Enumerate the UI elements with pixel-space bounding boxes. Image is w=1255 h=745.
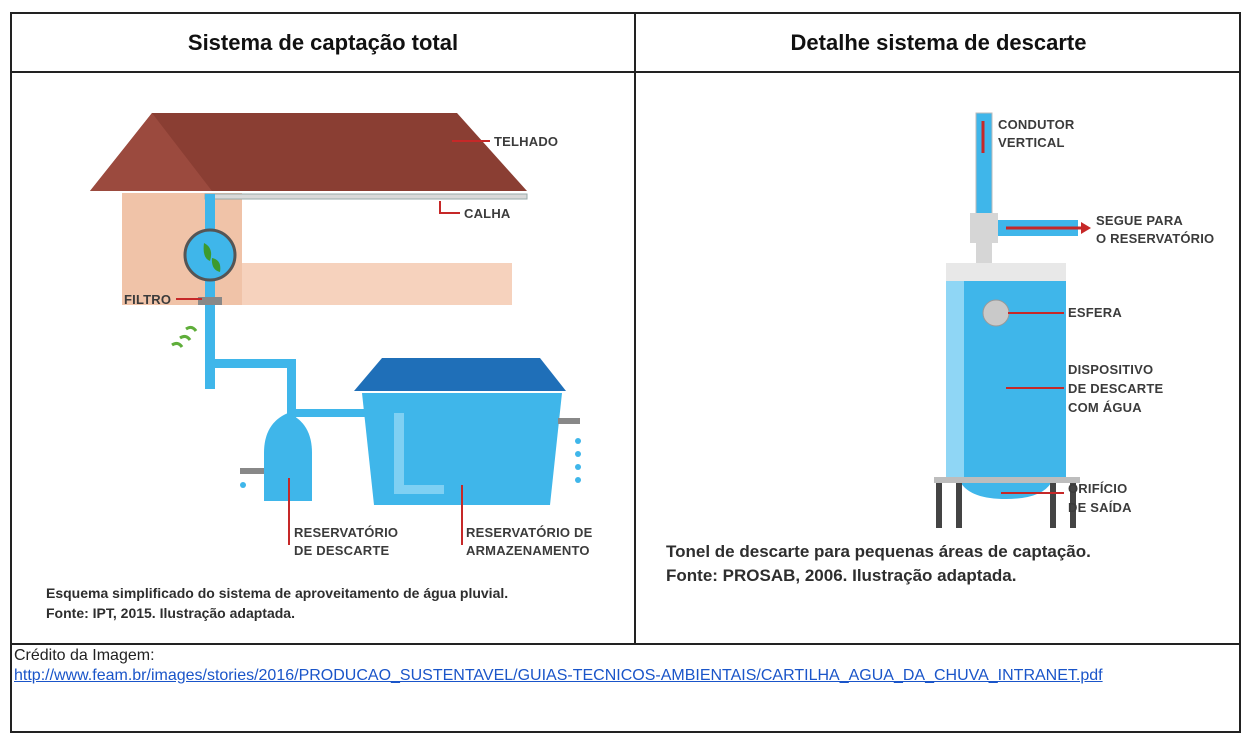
label-dispositivo-2: DE DESCARTE [1068,381,1164,396]
label-segue-2: O RESERVATÓRIO [1096,231,1214,246]
capture-system-panel: TELHADO CALHA FILTRO RESERVATÓRIO DE DES… [12,73,634,643]
leg-1 [936,483,942,528]
inner-pipe-bottom [394,485,444,494]
barrel-highlight [946,281,964,477]
pipe-to-storage [287,409,397,417]
label-condutor-2: VERTICAL [998,135,1065,150]
label-dispositivo-1: DISPOSITIVO [1068,362,1153,377]
right-caption-2: Fonte: PROSAB, 2006. Ilustração adaptada… [666,566,1016,585]
discard-detail-panel: CONDUTOR VERTICAL SEGUE PARA O RESERVATÓ… [636,73,1241,643]
right-caption-1: Tonel de descarte para pequenas áreas de… [666,542,1091,561]
column-divider [634,14,636,643]
label-filtro: FILTRO [124,292,171,307]
pipe-vertical [287,359,296,419]
discard-detail-illustration: CONDUTOR VERTICAL SEGUE PARA O RESERVATÓ… [666,112,1214,585]
storage-lid [354,358,566,391]
leg-4 [1070,483,1076,528]
debris-leaves [171,325,198,348]
overflow-pipe [558,418,580,424]
overflow-drop-2 [575,451,581,457]
roof [90,113,527,191]
label-esfera: ESFERA [1068,305,1122,320]
label-calha: CALHA [464,206,511,221]
tee-fitting [970,213,998,243]
filter-body [198,297,222,305]
pipe-horizontal [205,359,295,368]
storage-tank [362,393,562,505]
barrel-bottom [961,483,1051,499]
footer-divider [12,643,1239,645]
barrel-top [946,263,1066,281]
figure-table: Sistema de captação total Detalhe sistem… [10,12,1241,733]
capture-system-illustration: TELHADO CALHA FILTRO RESERVATÓRIO DE DES… [46,113,593,621]
leaf-icon [203,243,221,272]
arrow-head [1081,222,1091,234]
calha-leader [439,201,460,214]
overflow-drop-4 [575,477,581,483]
header-right: Detalhe sistema de descarte [790,29,1087,55]
overflow-drop-1 [575,438,581,444]
downpipe [205,194,215,389]
discard-reservoir [264,413,312,501]
left-caption-1: Esquema simplificado do sistema de aprov… [46,585,508,601]
label-res-armaz-1: RESERVATÓRIO DE [466,525,593,540]
label-orificio-1: ORIFÍCIO [1068,481,1127,496]
label-telhado: TELHADO [494,134,558,149]
neck-pipe [976,243,992,263]
leg-3 [1050,483,1056,528]
label-res-descarte-1: RESERVATÓRIO [294,525,398,540]
float-ball [982,299,1010,327]
header-left: Sistema de captação total [187,29,459,55]
credit-label: Crédito da Imagem: [14,647,155,664]
left-caption-2: Fonte: IPT, 2015. Ilustração adaptada. [46,605,295,621]
header-divider [12,71,1239,73]
label-res-descarte-2: DE DESCARTE [294,543,390,558]
label-segue-1: SEGUE PARA [1096,213,1183,228]
barrel-base [934,477,1080,483]
roof-side [90,113,212,191]
label-dispositivo-3: COM ÁGUA [1068,400,1142,415]
drip-drop [240,482,246,488]
gutter [204,193,528,200]
inner-pipe [394,413,404,493]
label-orificio-2: DE SAÍDA [1068,500,1132,515]
discard-tap [240,468,264,474]
image-credit: Crédito da Imagem: http://www.feam.br/im… [14,646,1174,686]
label-res-armaz-2: ARMAZENAMENTO [466,543,590,558]
overflow-drop-3 [575,464,581,470]
credit-link[interactable]: http://www.feam.br/images/stories/2016/P… [14,667,1103,684]
label-condutor-1: CONDUTOR [998,117,1075,132]
leg-2 [956,483,962,528]
